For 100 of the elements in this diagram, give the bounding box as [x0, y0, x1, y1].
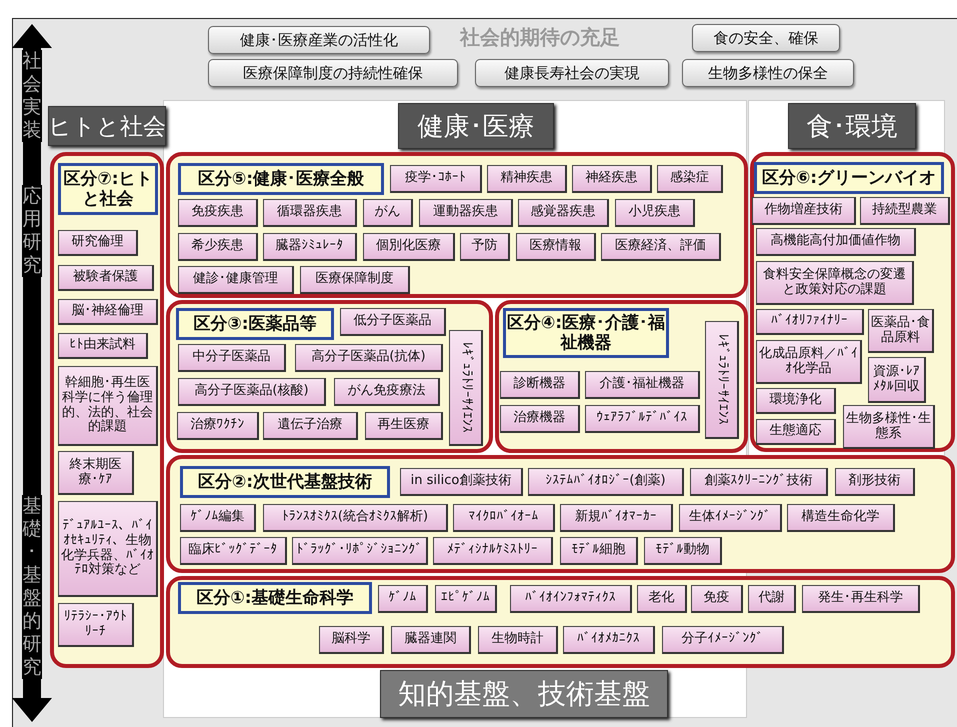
topic-box: 医療経済、評価	[601, 233, 721, 261]
title: 社会的期待の充足	[460, 24, 620, 51]
topic-box: ﾓﾃﾞﾙ細胞	[560, 537, 638, 565]
topic-box: ﾚｷﾞｭﾗﾄﾘｰｻｲｴﾝｽ	[449, 330, 483, 446]
topic-box: ﾒﾃﾞｨｼﾅﾙｹﾐｽﾄﾘｰ	[433, 537, 553, 565]
goal-box: 健康･医療産業の活性化	[208, 26, 430, 54]
topic-box: 医薬品･食品原料	[868, 309, 934, 353]
header-band: ヒトと社会	[48, 106, 166, 146]
axis-label: 社会実装	[22, 50, 42, 142]
topic-box: 生物時計	[478, 626, 558, 654]
topic-box: 再生医療	[365, 412, 443, 440]
topic-box: in silico創薬技術	[400, 468, 523, 496]
header-band: 健康･医療	[398, 103, 554, 149]
topic-box: がん免疫療法	[334, 378, 440, 406]
topic-box: 終末期医療･ｹｱ	[58, 451, 134, 495]
topic-box: ｹﾞﾉﾑ	[378, 585, 428, 613]
goal-box: 医療保障制度の持続性確保	[208, 59, 458, 87]
topic-box: 予防	[460, 233, 510, 261]
topic-box: 高機能高付加価値作物	[756, 228, 916, 256]
topic-box: 構造生命化学	[787, 504, 895, 532]
topic-box: 脳科学	[319, 626, 384, 654]
topic-box: ｹﾞﾉﾑ編集	[180, 504, 256, 532]
goal-box: 生物多様性の保全	[682, 59, 854, 87]
section-heading: 区分④:医療･介護･福祉機器	[503, 308, 669, 358]
topic-box: 化成品原料／ﾊﾞｲｵ化学品	[756, 340, 862, 384]
topic-box: 環境浄化	[756, 388, 836, 414]
axis-label: 基礎･基盤的研究	[22, 495, 42, 679]
topic-box: ﾊﾞｲｵｲﾝﾌｫﾏﾃｨｸｽ	[510, 585, 632, 613]
topic-box: 資源･ﾚｱﾒﾀﾙ回収	[868, 357, 926, 403]
topic-box: 精神疾患	[487, 165, 567, 193]
header-band: 知的基盤、技術基盤	[380, 670, 668, 718]
topic-box: ﾚｷﾞｭﾗﾄﾘｰｻｲｴﾝｽ	[705, 321, 739, 439]
topic-box: 高分子医薬品(核酸)	[178, 378, 326, 406]
topic-box: 感覚器疾患	[518, 199, 609, 227]
topic-box: ﾋﾄ由来試料	[58, 333, 148, 359]
topic-box: 食料安全保障概念の変遷と政策対応の課題	[756, 261, 914, 305]
topic-box: 運動器疾患	[419, 199, 513, 227]
section-panel	[50, 152, 164, 668]
section-heading: 区分⑤:健康･医療全般	[178, 163, 384, 195]
topic-box: ﾓﾃﾞﾙ動物	[644, 537, 722, 565]
topic-box: 脳･神経倫理	[58, 299, 158, 325]
topic-box: がん	[363, 199, 413, 227]
topic-box: 個別化医療	[363, 233, 455, 261]
topic-box: 治療機器	[500, 405, 580, 433]
goal-box: 健康長寿社会の実現	[475, 59, 669, 87]
topic-box: 遺伝子治療	[263, 412, 358, 440]
topic-box: ﾄﾗﾝｽｵﾐｸｽ(統合ｵﾐｸｽ解析)	[263, 504, 448, 532]
topic-box: 生態適応	[756, 419, 836, 445]
topic-box: 新規ﾊﾞｲｵﾏｰｶｰ	[560, 504, 673, 532]
section-heading: 区分②:次世代基盤技術	[180, 466, 390, 498]
topic-box: 免疫	[691, 585, 743, 613]
topic-box: 作物増産技術	[752, 197, 856, 225]
topic-box: 低分子医薬品	[340, 308, 446, 336]
section-panel	[166, 576, 955, 668]
topic-box: 免疫疾患	[178, 199, 258, 227]
topic-box: 中分子医薬品	[178, 344, 286, 372]
section-heading: 区分⑦:ヒトと社会	[58, 163, 158, 215]
topic-box: 希少疾患	[178, 233, 258, 261]
topic-box: ﾃﾞｭｱﾙﾕｰｽ、ﾊﾞｲｵｾｷｭﾘﾃｨ、生物化学兵器、ﾊﾞｲｵﾃﾛ対策など	[58, 501, 158, 597]
axis-label: 応用研究	[22, 185, 42, 277]
topic-box: 感染症	[657, 165, 723, 193]
topic-box: 生体ｲﾒｰｼﾞﾝｸﾞ	[679, 504, 782, 532]
section-heading: 区分⑥:グリーンバイオ	[754, 162, 944, 194]
topic-box: 循環器疾患	[263, 199, 357, 227]
topic-box: 医療情報	[516, 233, 596, 261]
goal-box: 食の安全、確保	[692, 24, 840, 52]
topic-box: 剤形技術	[835, 468, 915, 496]
topic-box: 被験者保護	[58, 265, 154, 291]
topic-box: 疫学･ｺﾎｰﾄ	[390, 165, 482, 193]
topic-box: 臨床ﾋﾞｯｸﾞﾃﾞｰﾀ	[180, 537, 287, 565]
topic-box: ﾄﾞﾗｯｸﾞ･ﾘﾎﾟｼﾞｼｮﾆﾝｸﾞ	[292, 537, 428, 565]
topic-box: ｳｪｱﾗﾌﾞﾙﾃﾞﾊﾞｲｽ	[585, 405, 700, 433]
topic-box: 小児疾患	[615, 199, 695, 227]
topic-box: 老化	[637, 585, 687, 613]
topic-box: 持続型農業	[860, 197, 950, 225]
topic-box: ﾘﾃﾗｼｰ･ｱｳﾄﾘｰﾁ	[58, 603, 134, 647]
topic-box: 分子ｲﾒｰｼﾞﾝｸﾞ	[662, 626, 784, 654]
section-panel	[166, 455, 955, 573]
topic-box: 神経疾患	[572, 165, 652, 193]
topic-box: ﾏｲｸﾛﾊﾞｲｵｰﾑ	[453, 504, 555, 532]
topic-box: ｼｽﾃﾑﾊﾞｲｵﾛｼﾞｰ(創薬)	[528, 468, 684, 496]
topic-box: 創薬ｽｸﾘｰﾆﾝｸﾞ技術	[690, 468, 828, 496]
topic-box: 発生･再生科学	[802, 585, 920, 613]
header-band: 食･環境	[788, 103, 916, 149]
topic-box: 研究倫理	[58, 230, 138, 256]
section-panel	[495, 300, 748, 453]
topic-box: 健診･健康管理	[178, 266, 294, 294]
topic-box: 治療ﾜｸﾁﾝ	[177, 412, 259, 440]
topic-box: 臓器連関	[391, 626, 471, 654]
topic-box: 介護･福祉機器	[585, 371, 700, 399]
section-panel	[166, 152, 748, 298]
topic-box: ﾊﾞｲｵﾒｶﾆｸｽ	[563, 626, 655, 654]
section-heading: 区分①:基礎生命科学	[178, 582, 372, 614]
topic-box: 幹細胞･再生医科学に伴う倫理的、法的、社会的課題	[58, 366, 158, 446]
topic-box: ﾊﾞｲｵﾘﾌｧｲﾅﾘｰ	[756, 309, 864, 335]
topic-box: 医療保障制度	[300, 266, 410, 294]
topic-box: 代謝	[748, 585, 796, 613]
section-panel	[750, 152, 955, 452]
topic-box: 診断機器	[500, 371, 580, 399]
topic-box: 高分子医薬品(抗体)	[295, 344, 443, 372]
